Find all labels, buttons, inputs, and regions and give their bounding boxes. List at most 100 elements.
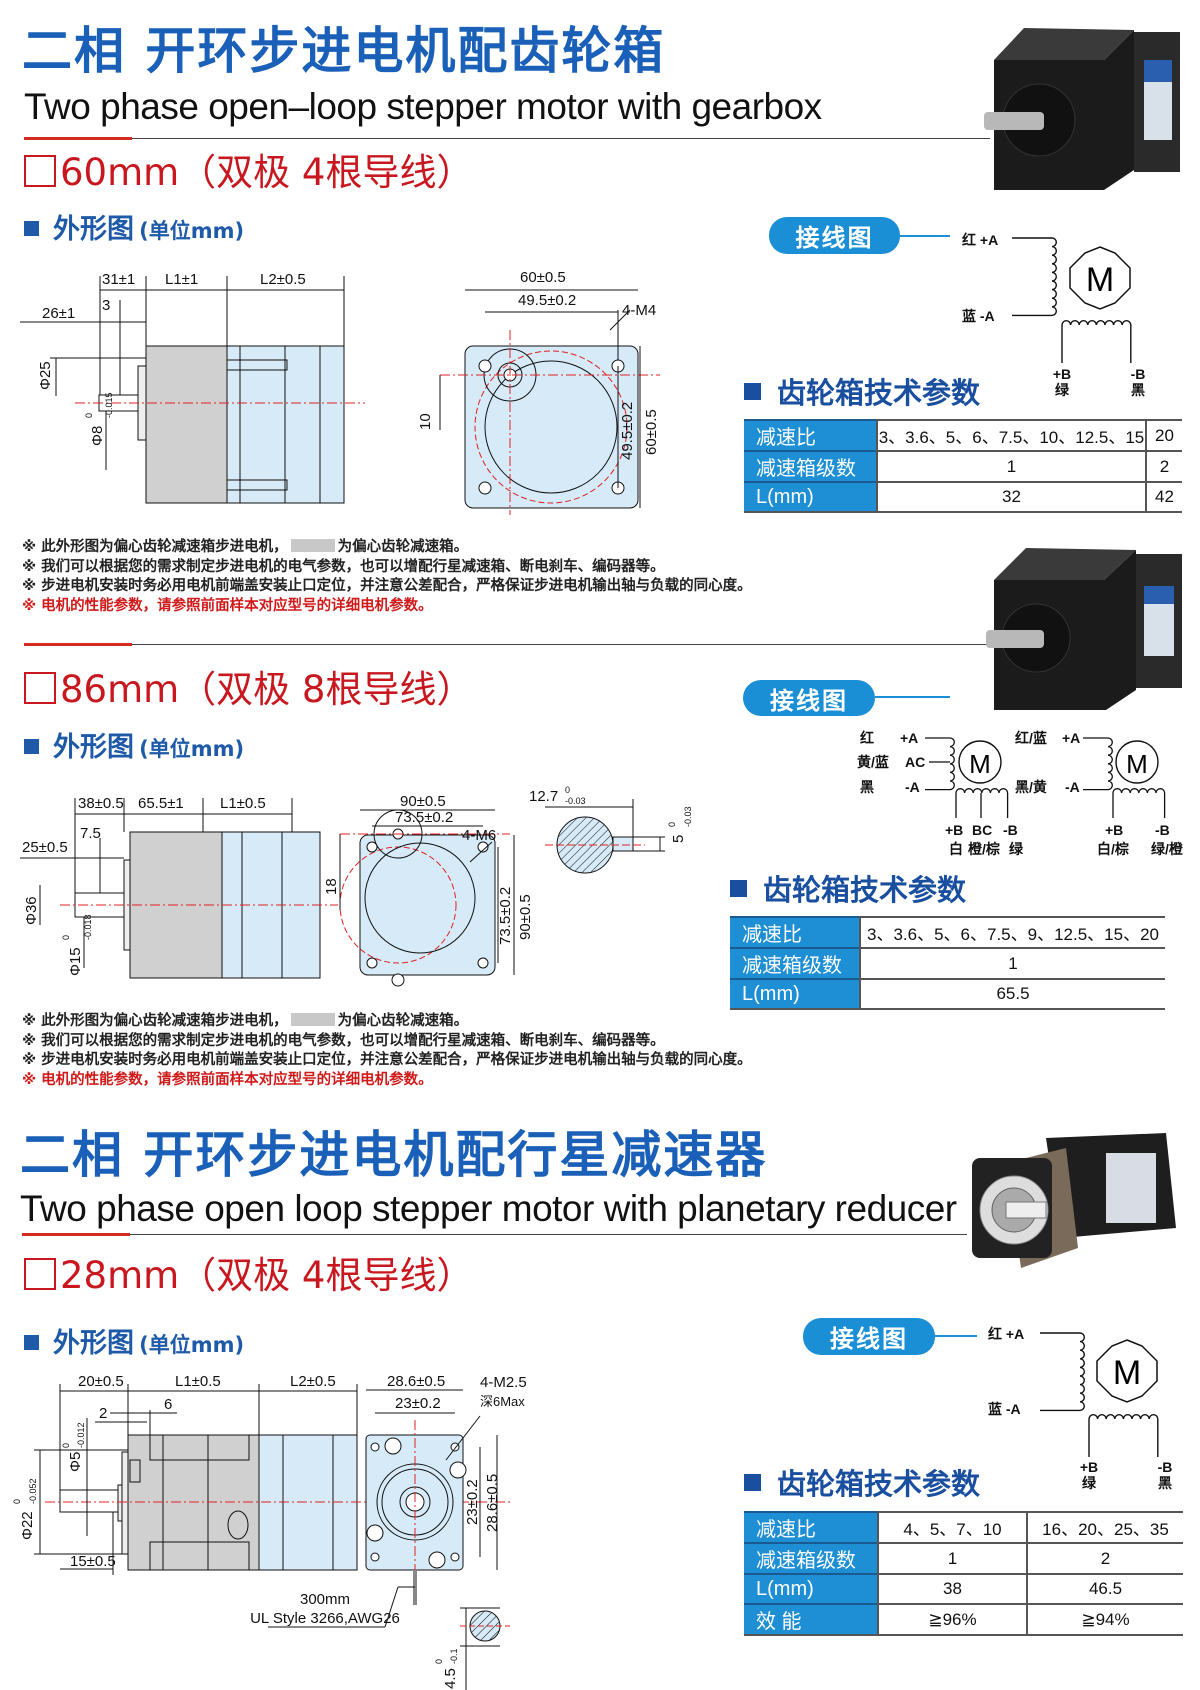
outline-label: 外形图 (53, 732, 134, 763)
wire-label: +A (1062, 730, 1080, 746)
section-title-en: Two phase open–loop stepper motor with g… (24, 86, 822, 127)
dim-label: 73.5±0.2 (395, 809, 453, 826)
wire-label: +B (945, 822, 963, 838)
tolerance-label: 0 (565, 785, 570, 795)
gearbox-params-heading: 齿轮箱技术参数 (730, 876, 966, 905)
divider-accent (22, 1233, 130, 1236)
wire-label: 黑/黄 (1015, 779, 1047, 795)
dim-label: 28.6±0.5 (484, 1474, 501, 1532)
frame-60-title-text: 60mm（双极 4根导线） (60, 151, 474, 194)
section-title-cn: 二相 开环步进电机配齿轮箱 (22, 22, 666, 80)
outline-label: 外形图 (53, 1328, 134, 1359)
divider (24, 138, 990, 139)
dim-label: 4-M6 (462, 827, 496, 844)
wire-label: +B (1105, 822, 1123, 838)
coil-a (1012, 237, 1057, 317)
dim-label: 4-M2.5 (480, 1374, 527, 1391)
square-icon (24, 1258, 56, 1290)
cable-spec-label: UL Style 3266,AWG26 (250, 1610, 400, 1627)
wiring-diagram-badge: 接线图 (769, 217, 900, 254)
wire-label: BC (972, 822, 992, 838)
dim-label: 15±0.5 (70, 1553, 116, 1570)
table-row: 效 能≧96%≧94% (744, 1603, 1183, 1636)
note-text: ※ 此外形图为偏心齿轮减速箱步进电机， (22, 539, 288, 555)
cell: ≧94% (1026, 1603, 1183, 1636)
wire-label: +A (900, 730, 918, 746)
wire-label: -B (1155, 822, 1170, 838)
notes-86: ※ 此外形图为偏心齿轮减速箱步进电机，为偏心齿轮减速箱。 ※ 我们可以根据您的需… (22, 1012, 752, 1090)
badge-connector (935, 1335, 977, 1337)
cell: 38 (878, 1573, 1027, 1604)
tolerance-label: -0.03 (683, 806, 693, 827)
gearbox-params-title: 齿轮箱技术参数 (777, 1467, 981, 1501)
unit-label: (单位mm) (139, 737, 245, 761)
outline-heading: 外形图 (单位mm) (24, 216, 244, 243)
square-icon (24, 155, 56, 187)
badge-connector (875, 696, 950, 698)
dim-label: 12.7 (529, 788, 558, 805)
cell: 2 (1145, 450, 1182, 482)
cell: 1 (878, 1542, 1027, 1574)
note-warning: ※ 电机的性能参数，请参照前面样本对应型号的详细电机参数。 (22, 1071, 433, 1088)
tolerance-label: -0.015 (104, 392, 114, 418)
front-view-drawing-60: 60±0.5 49.5±0.2 4-M4 10 49.5±0.2 60±0.5 (417, 270, 660, 515)
cell: 46.5 (1026, 1573, 1183, 1604)
cell: 3、3.6、5、6、7.5、10、12.5、15 (877, 419, 1146, 451)
wire-label: 蓝 -A (988, 1401, 1021, 1417)
row-label: 减速箱级数 (744, 450, 878, 482)
dim-label: 20±0.5 (78, 1373, 124, 1390)
dim-label: 10 (417, 413, 434, 430)
section-title-cn: 二相 开环步进电机配行星减速器 (20, 1126, 768, 1184)
note: ※ 我们可以根据您的需求制定步进电机的电气参数，也可以增配行星减速箱、断电刹车、… (22, 1032, 665, 1049)
note: ※ 我们可以根据您的需求制定步进电机的电气参数，也可以增配行星减速箱、断电刹车、… (22, 558, 665, 575)
tolerance-label: -0.052 (28, 1478, 38, 1504)
wire-label: 绿 (1082, 1475, 1097, 1491)
dim-label: Φ8 (89, 426, 106, 446)
square-bullet-icon (730, 880, 747, 897)
frame-86-title: 86mm（双极 8根导线） (24, 671, 473, 708)
wire-label: 白 (949, 841, 963, 857)
dim-label: 18 (323, 878, 340, 895)
motor-symbol (1115, 740, 1159, 784)
wire-label: -B (1158, 1459, 1173, 1475)
square-icon (24, 672, 56, 704)
note: ※ 此外形图为偏心齿轮减速箱步进电机，为偏心齿轮减速箱。 (22, 1012, 752, 1032)
note-text: 为偏心齿轮减速箱。 (337, 539, 469, 555)
coil-b (1088, 1414, 1159, 1457)
wire-label: 红/蓝 (1015, 730, 1047, 746)
wire-label: +B (1080, 1459, 1098, 1475)
dim-label: L2±0.5 (290, 1373, 336, 1390)
row-label: 效 能 (744, 1603, 879, 1636)
badge-connector (900, 235, 950, 237)
dim-label: 90±0.5 (400, 793, 446, 810)
dim-label: 深6Max (480, 1394, 525, 1409)
wiring-diagram-8wire: 红 +A 黄/蓝 AC 黑 -A M +B BC -B 白 橙/棕 绿 红/蓝 … (857, 730, 1184, 857)
wire-label: -A (905, 779, 920, 795)
note: ※ 步进电机安装时务必用电机前端盖安装止口定位，并注意公差配合，严格保证步进电机… (22, 1052, 752, 1068)
row-label: L(mm) (744, 1573, 879, 1604)
tolerance-label: 0 (667, 822, 677, 827)
frame-28-title: 28mm（双极 4根导线） (24, 1257, 473, 1294)
dim-label: 60±0.5 (520, 270, 566, 286)
dim-label: Φ36 (23, 896, 40, 925)
tolerance-label: 0 (434, 1659, 444, 1664)
dim-label: L1±1 (165, 271, 198, 288)
wire-label: -A (1065, 779, 1080, 795)
dim-label: 3 (102, 297, 110, 314)
dim-label: 49.5±0.2 (518, 292, 576, 309)
motor-symbol-label: M (969, 749, 991, 779)
row-label: 减速比 (730, 916, 861, 948)
square-bullet-icon (24, 739, 39, 754)
motor-symbol-label: M (1126, 749, 1148, 779)
dim-label: 5 (670, 835, 687, 843)
note-text: 为偏心齿轮减速箱。 (337, 1013, 469, 1029)
wire-label: 红 +A (988, 1326, 1024, 1342)
cable-length-label: 300mm (300, 1591, 350, 1608)
wire-label: 蓝 -A (962, 308, 995, 324)
dim-label: L2±0.5 (260, 271, 306, 288)
divider (24, 644, 990, 645)
